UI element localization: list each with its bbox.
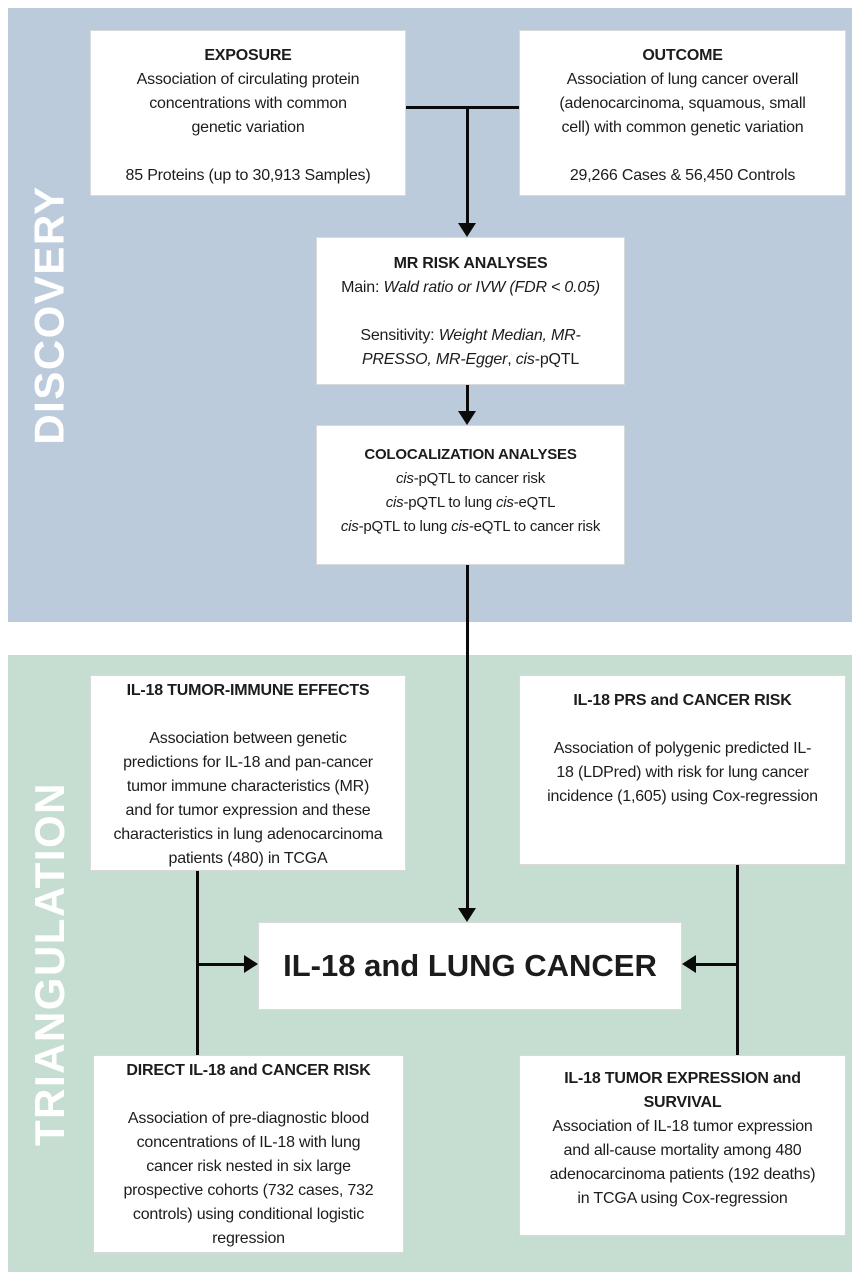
il18-tumor-immune-effects-text: IL-18 TUMOR-IMMUNE EFFECTS Association b… bbox=[113, 682, 383, 867]
triangulation-label-strip: TRIANGULATION bbox=[8, 655, 92, 1272]
connector-to-mr-line bbox=[466, 106, 469, 225]
arrow-right-to-center-icon bbox=[244, 955, 258, 973]
arrow-left-to-center-icon bbox=[682, 955, 696, 973]
left-branch-arrow-line bbox=[197, 963, 244, 966]
arrow-down-to-mr-icon bbox=[458, 223, 476, 237]
direct-il18-cancer-risk-box: DIRECT IL-18 and CANCER RISK Association… bbox=[93, 1055, 404, 1253]
discovery-label-strip: DISCOVERY bbox=[8, 8, 92, 622]
il18-prs-cancer-risk-box: IL-18 PRS and CANCER RISK Association of… bbox=[519, 675, 846, 865]
arrow-down-to-center-icon bbox=[458, 908, 476, 922]
mr-to-colocalization-line bbox=[466, 385, 469, 411]
arrow-down-to-colocalization-icon bbox=[458, 411, 476, 425]
right-branch-line bbox=[736, 865, 739, 1055]
il18-lung-cancer-box: IL-18 and LUNG CANCER bbox=[258, 922, 682, 1010]
colocalization-to-center-line bbox=[466, 565, 469, 908]
discovery-section-label: DISCOVERY bbox=[26, 185, 74, 445]
il18-lung-cancer-title: IL-18 and LUNG CANCER bbox=[283, 948, 657, 983]
right-branch-arrow-line bbox=[696, 963, 737, 966]
triangulation-section-label: TRIANGULATION bbox=[26, 781, 74, 1146]
il18-prs-cancer-risk-text: IL-18 PRS and CANCER RISK Association of… bbox=[547, 692, 818, 805]
exposure-outcome-connector-line bbox=[406, 106, 519, 109]
il18-tumor-immune-effects-box: IL-18 TUMOR-IMMUNE EFFECTS Association b… bbox=[90, 675, 406, 871]
direct-il18-cancer-risk-text: DIRECT IL-18 and CANCER RISK Association… bbox=[123, 1062, 374, 1247]
